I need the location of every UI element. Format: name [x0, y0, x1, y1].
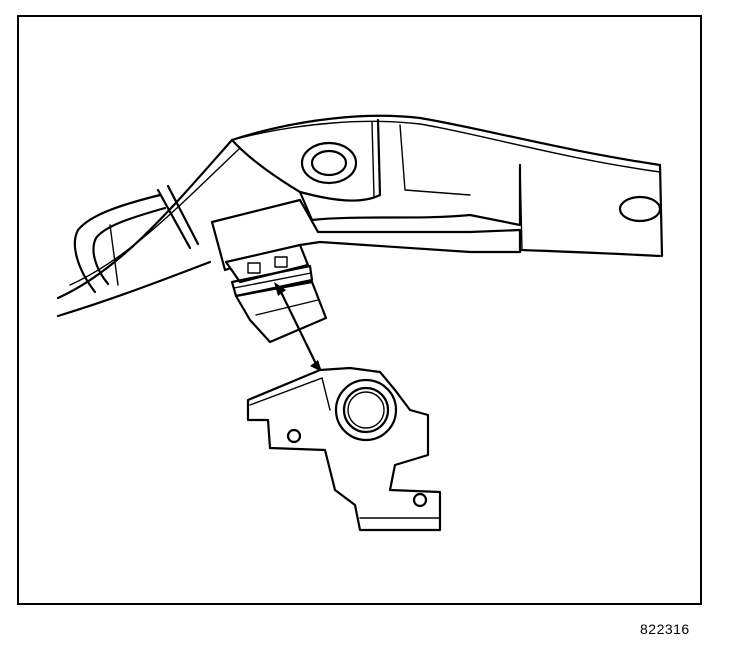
alignment-arrow [274, 282, 322, 372]
frame-rail [56, 114, 664, 318]
rail-end-loop [73, 184, 200, 294]
lower-bracket [246, 366, 442, 532]
figure-number: 822316 [640, 621, 690, 637]
bushing-insulator [224, 243, 328, 344]
upper-mount-bracket [210, 118, 522, 272]
